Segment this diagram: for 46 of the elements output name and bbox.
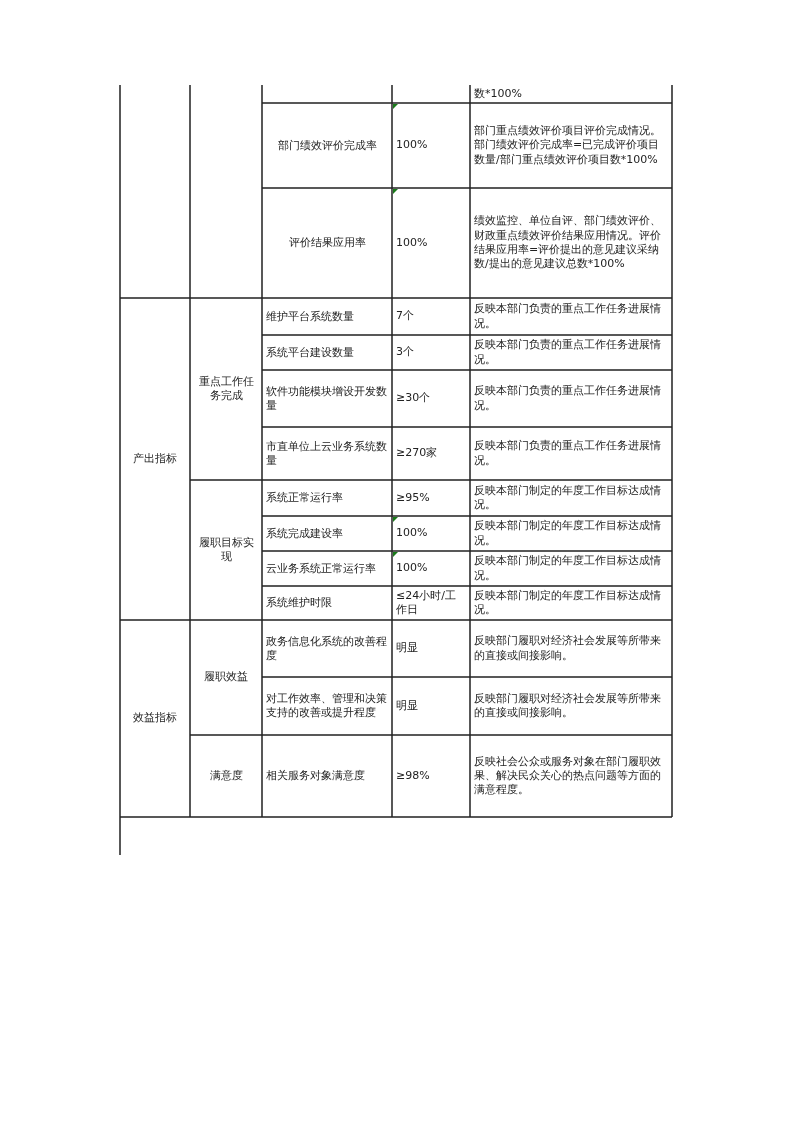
indicator-text: 系统维护时限: [266, 596, 333, 610]
description-text: 数*100%: [474, 86, 523, 101]
target-value: ≥30个: [396, 391, 432, 406]
category-text: 产出指标: [132, 451, 178, 467]
target-value: ≥95%: [396, 490, 431, 506]
indicator-text: 部门绩效评价完成率: [276, 138, 378, 153]
indicator-text: 云业务系统正常运行率: [266, 561, 377, 576]
description-text: 反映本部门负责的重点工作任务进展情况。: [474, 338, 662, 367]
description-text: 绩效监控、单位自评、部门绩效评价、财政重点绩效评价结果应用情况。评价结果应用率=评价提出的意见建议采纳数/提出的意见建议总数*100%: [474, 214, 662, 272]
description-text: 反映本部门制定的年度工作目标达成情况。: [474, 588, 662, 618]
indicator-text: 评价结果应用率: [287, 236, 367, 250]
indicator-text: 相关服务对象满意度: [266, 769, 366, 783]
target-value: 100%: [396, 235, 429, 251]
target-value: ≤24小时/工作日: [396, 588, 457, 618]
category-text: 履职效益: [203, 670, 249, 685]
indicator-text: 维护平台系统数量: [266, 309, 355, 324]
target-value: 100%: [396, 526, 429, 541]
description-text: 反映本部门负责的重点工作任务进展情况。: [474, 302, 662, 331]
indicator-text: 系统正常运行率: [266, 491, 344, 505]
description-text: 反映本部门制定的年度工作目标达成情况。: [474, 519, 662, 548]
description-text: 反映本部门负责的重点工作任务进展情况。: [474, 384, 662, 413]
description-text: 部门重点绩效评价项目评价完成情况。部门绩效评价完成率=已完成评价项目数量/部门重点绩效评价项目数*100%: [474, 124, 662, 167]
indicator-text: 对工作效率、管理和决策支持的改善或提升程度: [266, 692, 388, 720]
description-text: 反映本部门负责的重点工作任务进展情况。: [474, 439, 662, 468]
indicator-text: 系统平台建设数量: [266, 345, 355, 360]
description-text: 反映本部门制定的年度工作目标达成情况。: [474, 483, 662, 513]
target-value: 7个: [396, 309, 415, 324]
indicator-text: 政务信息化系统的改善程度: [266, 634, 388, 663]
indicator-text: 系统完成建设率: [266, 526, 344, 541]
category-text: 效益指标: [132, 711, 178, 726]
target-value: 100%: [396, 138, 429, 153]
indicator-text: 市直单位上云业务系统数量: [266, 439, 388, 468]
target-value: 明显: [396, 641, 419, 656]
indicator-text: 软件功能模块增设开发数量: [266, 384, 388, 413]
description-text: 反映部门履职对经济社会发展等所带来的直接或间接影响。: [474, 634, 662, 663]
category-text: 重点工作任务完成: [197, 374, 255, 404]
description-text: 反映本部门制定的年度工作目标达成情况。: [474, 554, 662, 583]
category-text: 履职目标实现: [197, 535, 255, 565]
category-text: 满意度: [208, 768, 244, 784]
target-value: ≥270家: [396, 446, 439, 461]
target-value: 明显: [396, 698, 419, 714]
target-value: 100%: [396, 561, 429, 576]
target-value: ≥98%: [396, 768, 431, 784]
target-value: 3个: [396, 345, 415, 360]
description-text: 反映部门履职对经济社会发展等所带来的直接或间接影响。: [474, 691, 662, 721]
description-text: 反映社会公众或服务对象在部门履职效果、解决民众关心的热点问题等方面的满意程度。: [474, 754, 662, 798]
